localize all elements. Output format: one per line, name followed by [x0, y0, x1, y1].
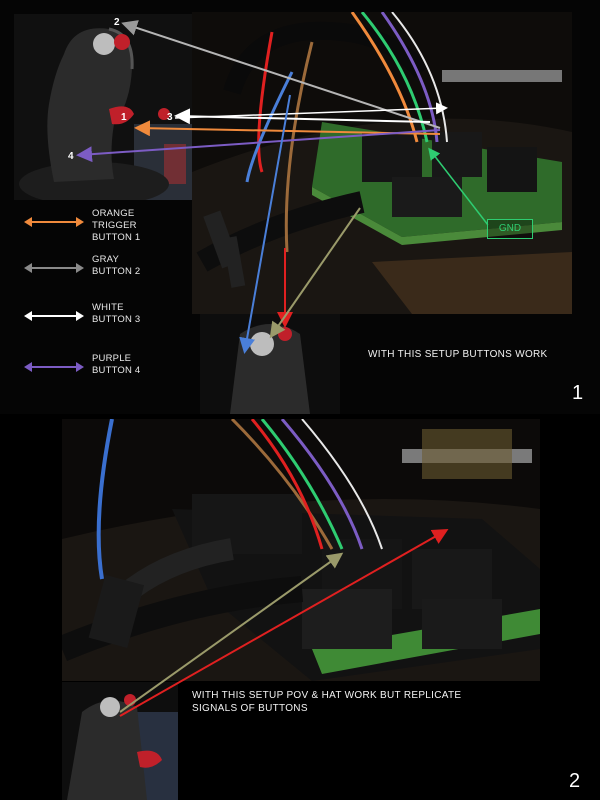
badge-button-4: 4: [68, 151, 74, 162]
joystick-photo-1: [14, 14, 192, 200]
legend-orange-label: ORANGE TRIGGER BUTTON 1: [92, 208, 141, 243]
panel-2: WITH THIS SETUP POV & HAT WORK BUT REPLI…: [0, 414, 600, 800]
legend-purple: PURPLE BUTTON 4: [24, 353, 194, 393]
white-double-arrow-icon: [24, 311, 84, 321]
wire-arrows-overlay: [76, 20, 489, 354]
legend-gray-label: GRAY BUTTON 2: [92, 254, 141, 277]
purple-double-arrow-icon: [24, 362, 84, 372]
blue-arrow: [239, 94, 291, 354]
gray-double-arrow-icon: [24, 263, 84, 273]
circuit-photo-2: [62, 419, 540, 681]
legend-orange: ORANGE TRIGGER BUTTON 1: [24, 208, 194, 248]
legend-white: WHITE BUTTON 3: [24, 302, 194, 342]
green-gnd-arrow: [428, 147, 489, 226]
wire-arrows-overlay-2: [119, 529, 449, 717]
legend-purple-label: PURPLE BUTTON 4: [92, 353, 141, 376]
red-arrow-2: [119, 529, 449, 717]
badge-button-3: 3: [167, 112, 173, 123]
panel-1-number: 1: [572, 382, 584, 404]
panel-1: 2 1 3 4 GND ORANGE TRIGGER BUTTON 1 GRAY…: [14, 12, 584, 414]
orange-double-arrow-icon: [24, 217, 84, 227]
panel-2-caption: WITH THIS SETUP POV & HAT WORK BUT REPLI…: [192, 690, 462, 714]
badge-button-1: 1: [121, 112, 127, 123]
purple-arrow: [76, 129, 441, 163]
badge-button-2: 2: [114, 17, 120, 28]
circuit-photo-1: [192, 12, 572, 314]
olive-arrow-2: [119, 552, 344, 713]
wire-legend: ORANGE TRIGGER BUTTON 1 GRAY BUTTON 2 WH…: [24, 208, 184, 388]
gnd-label: GND: [487, 219, 533, 239]
panel-2-number: 2: [569, 770, 581, 792]
legend-white-label: WHITE BUTTON 3: [92, 302, 141, 325]
white-arrow-2: [174, 102, 448, 119]
olive-arrow: [269, 207, 361, 339]
panel-1-caption: WITH THIS SETUP BUTTONS WORK: [368, 349, 548, 360]
legend-gray: GRAY BUTTON 2: [24, 254, 194, 294]
